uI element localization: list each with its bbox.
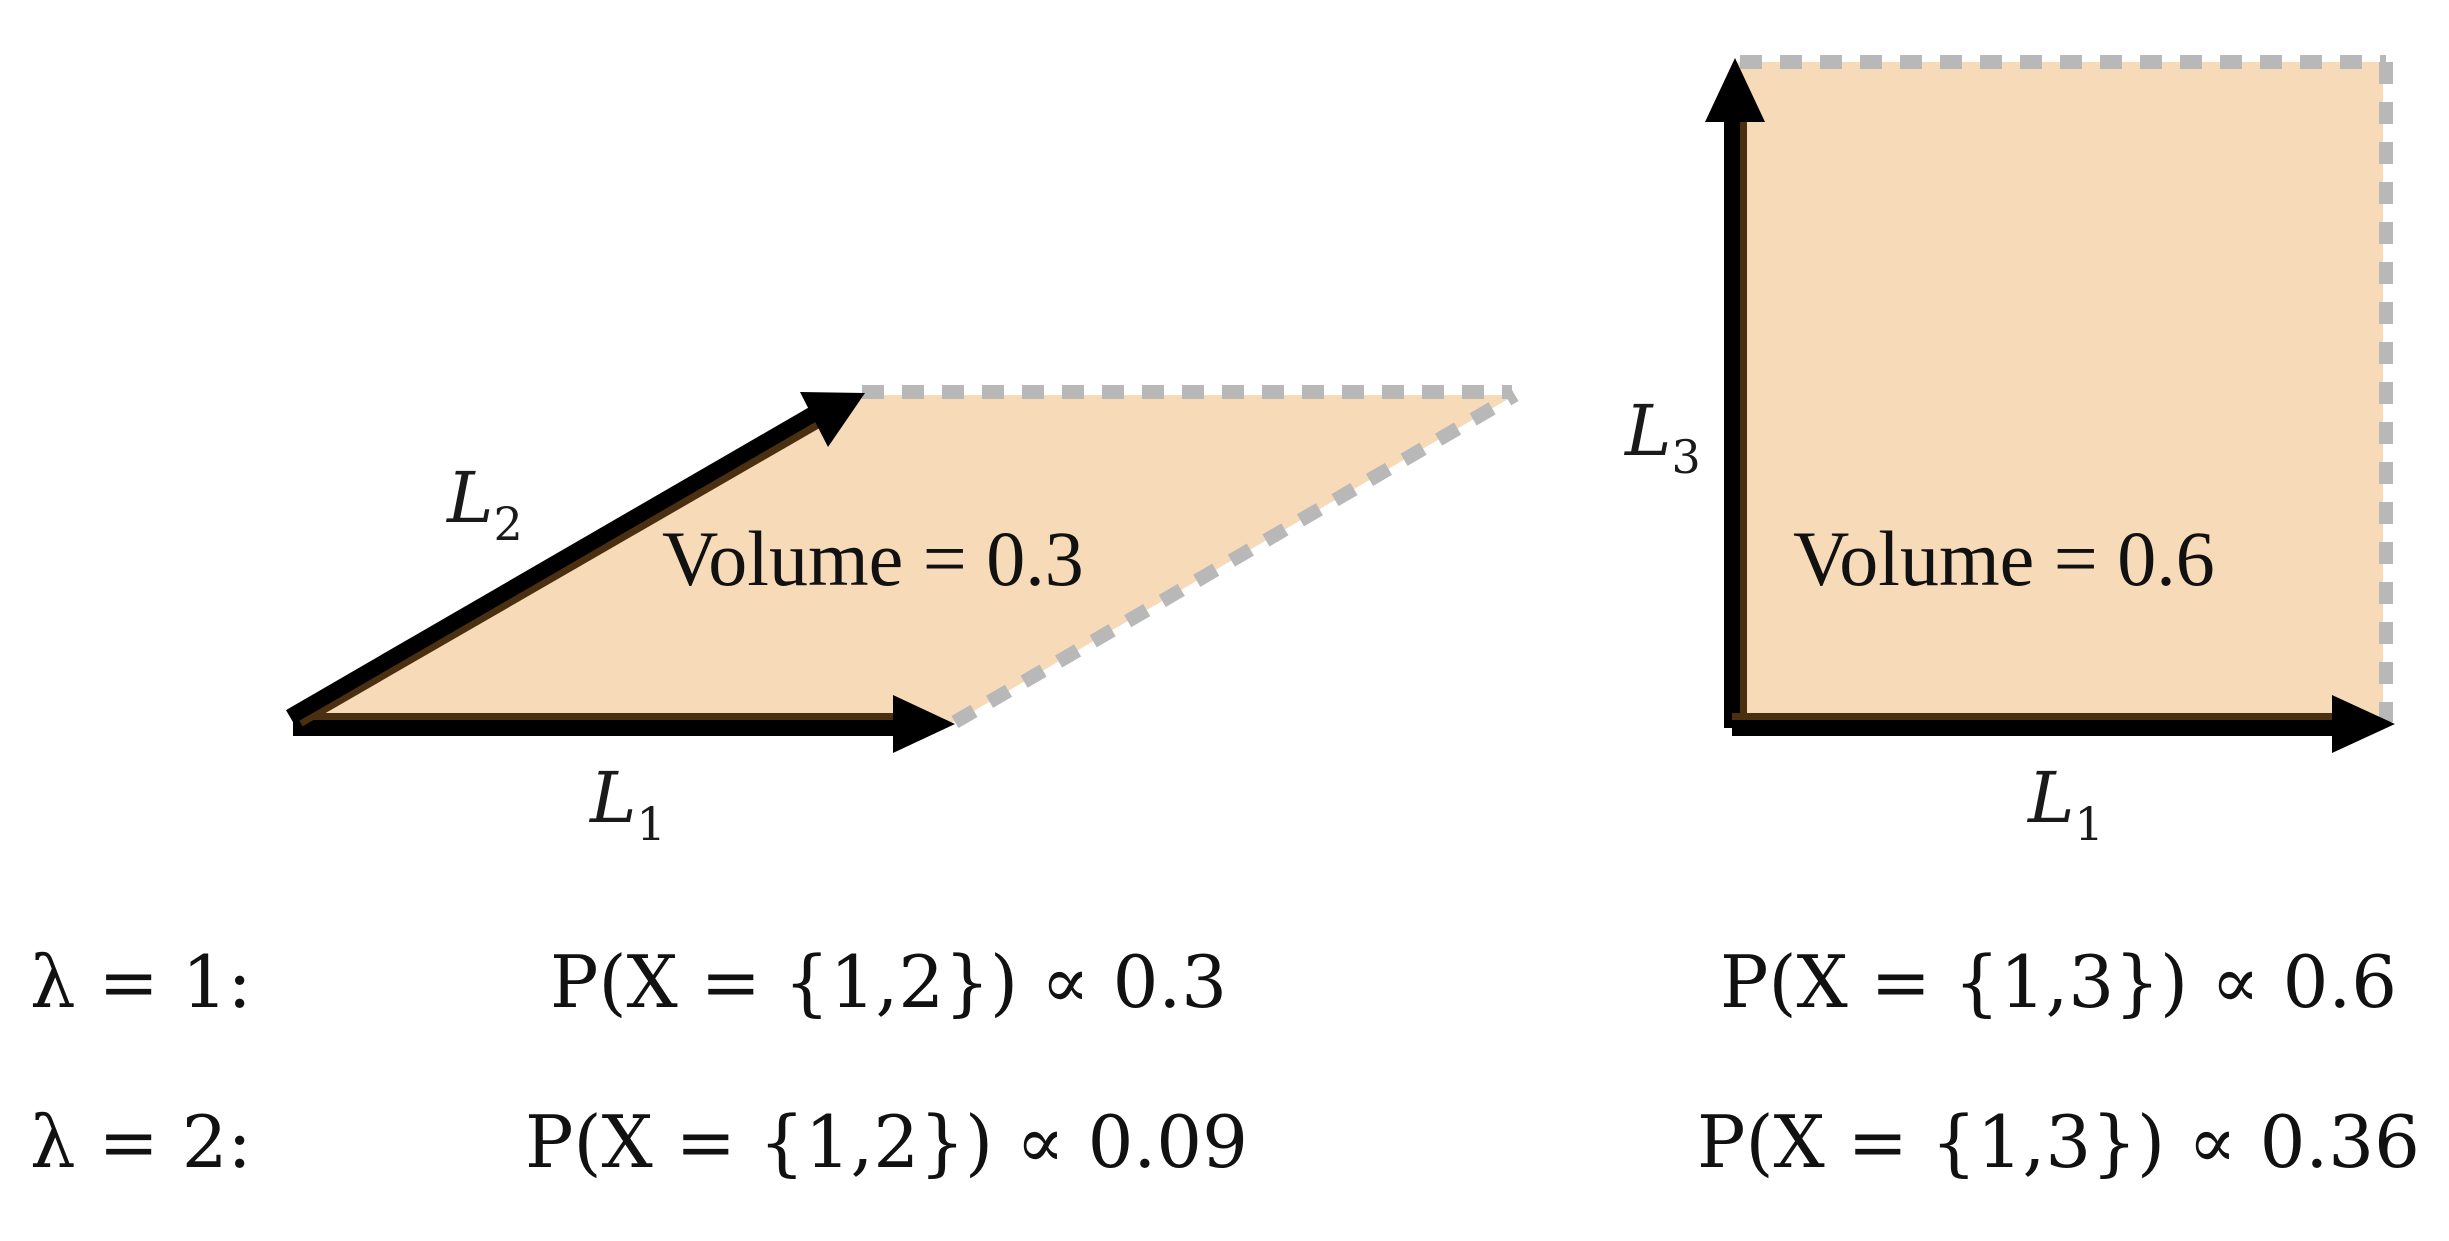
left-label-l1: L1 xyxy=(588,757,666,851)
left-vector-l1-arrowhead xyxy=(893,695,955,753)
left-parallelogram-panel: L2 L1 Volume = 0.3 xyxy=(285,385,1519,851)
row-lambda-1-left-prob: P(X = {1,2}) ∝ 0.3 xyxy=(550,940,1228,1024)
right-square-fill xyxy=(1738,62,2383,722)
left-vector-l2-arrowhead xyxy=(800,392,865,447)
row-lambda-2-right-prob: P(X = {1,3}) ∝ 0.36 xyxy=(1697,1100,2420,1184)
right-vector-l3-arrowhead xyxy=(1705,58,1765,122)
right-vector-l1-arrowhead xyxy=(2332,695,2395,753)
left-dashed-right-edge xyxy=(951,388,1519,729)
row-lambda-2-label: λ = 2: xyxy=(30,1100,252,1184)
left-vector-l2 xyxy=(285,406,820,724)
row-lambda-2-left-prob: P(X = {1,2}) ∝ 0.09 xyxy=(525,1100,1248,1184)
row-lambda-1-label: λ = 1: xyxy=(30,940,252,1024)
left-label-l2: L2 xyxy=(445,457,523,551)
right-square-panel: L3 L1 Volume = 0.6 xyxy=(1623,55,2395,851)
right-volume-label: Volume = 0.6 xyxy=(1793,515,2215,602)
left-volume-label: Volume = 0.3 xyxy=(662,515,1084,602)
right-label-l1: L1 xyxy=(2026,757,2104,851)
right-label-l3: L3 xyxy=(1623,390,1701,484)
left-parallelogram-fill xyxy=(293,395,1515,722)
left-vector-l2-shadow xyxy=(297,417,823,727)
row-lambda-1-right-prob: P(X = {1,3}) ∝ 0.6 xyxy=(1720,940,2398,1024)
